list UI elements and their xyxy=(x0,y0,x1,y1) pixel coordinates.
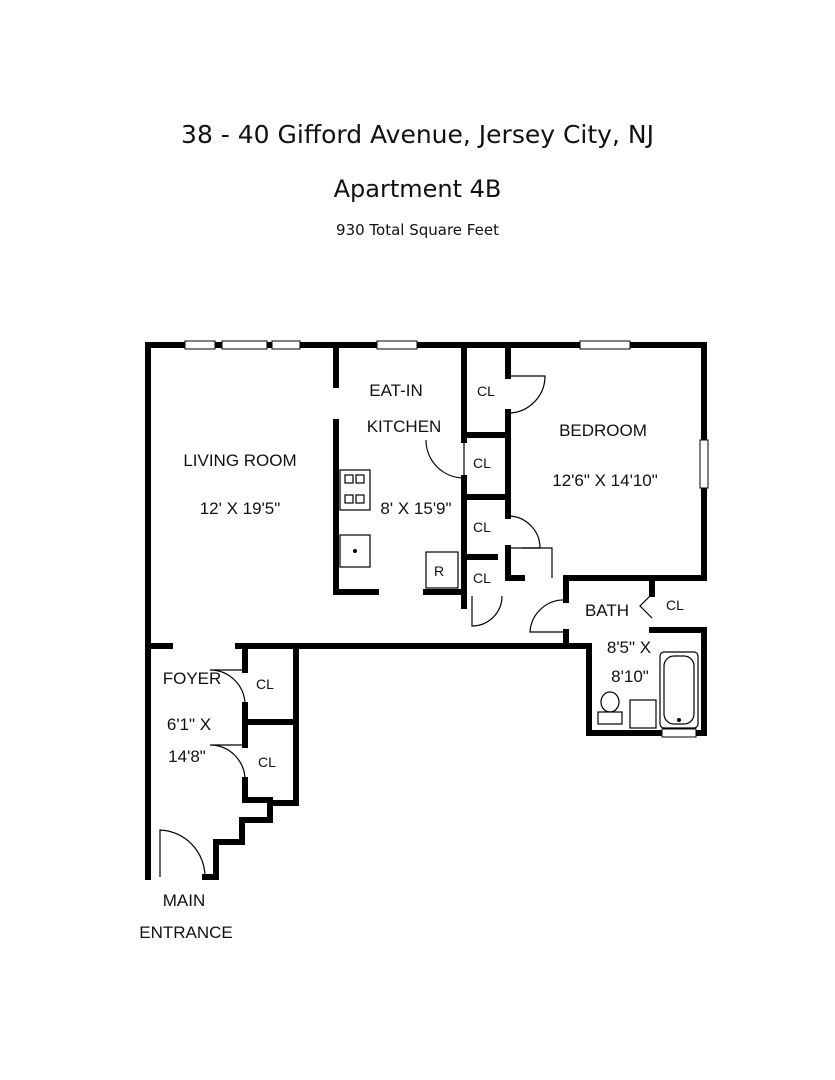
closet-label: CL xyxy=(666,597,684,613)
foyer-size-line2: 14'8" xyxy=(168,747,206,766)
kitchen-label-line2: KITCHEN xyxy=(367,417,442,436)
bath-size-line1: 8'5" X xyxy=(607,638,651,657)
foyer-label: FOYER xyxy=(163,669,222,688)
main-entrance-label-line2: ENTRANCE xyxy=(139,923,233,942)
closet-label: CL xyxy=(258,754,276,770)
bath-label: BATH xyxy=(585,601,629,620)
closet-label: CL xyxy=(256,676,274,692)
kitchen-fixtures xyxy=(339,469,459,589)
apartment-number: Apartment 4B xyxy=(333,175,502,203)
living-room-label: LIVING ROOM xyxy=(183,451,296,470)
total-square-feet: 930 Total Square Feet xyxy=(336,221,499,239)
closet-label: CL xyxy=(477,383,495,399)
closet-label: CL xyxy=(473,455,491,471)
kitchen-label-line1: EAT-IN xyxy=(369,381,423,400)
closet-label: CL xyxy=(473,570,491,586)
sink-icon xyxy=(339,534,371,568)
property-address: 38 - 40 Gifford Avenue, Jersey City, NJ xyxy=(181,120,654,149)
foyer-size-line1: 6'1" X xyxy=(167,715,211,734)
interior-walls xyxy=(145,342,707,803)
kitchen-size: 8' X 15'9" xyxy=(380,499,451,518)
stove-icon xyxy=(339,469,371,511)
toilet-icon xyxy=(597,711,623,725)
bath-fixtures xyxy=(597,651,699,729)
bedroom-label: BEDROOM xyxy=(559,421,647,440)
door-swings xyxy=(159,375,653,878)
closet-label: CL xyxy=(473,519,491,535)
windows xyxy=(184,340,709,738)
bath-size-line2: 8'10" xyxy=(611,667,649,686)
refrigerator-label: R xyxy=(434,563,444,579)
bedroom-size: 12'6" X 14'10" xyxy=(552,471,658,490)
vanity-icon xyxy=(629,699,657,729)
main-entrance-label-line1: MAIN xyxy=(163,891,206,910)
bathtub-icon xyxy=(659,651,699,729)
living-room-size: 12' X 19'5" xyxy=(200,499,281,518)
refrigerator-icon xyxy=(425,551,459,589)
